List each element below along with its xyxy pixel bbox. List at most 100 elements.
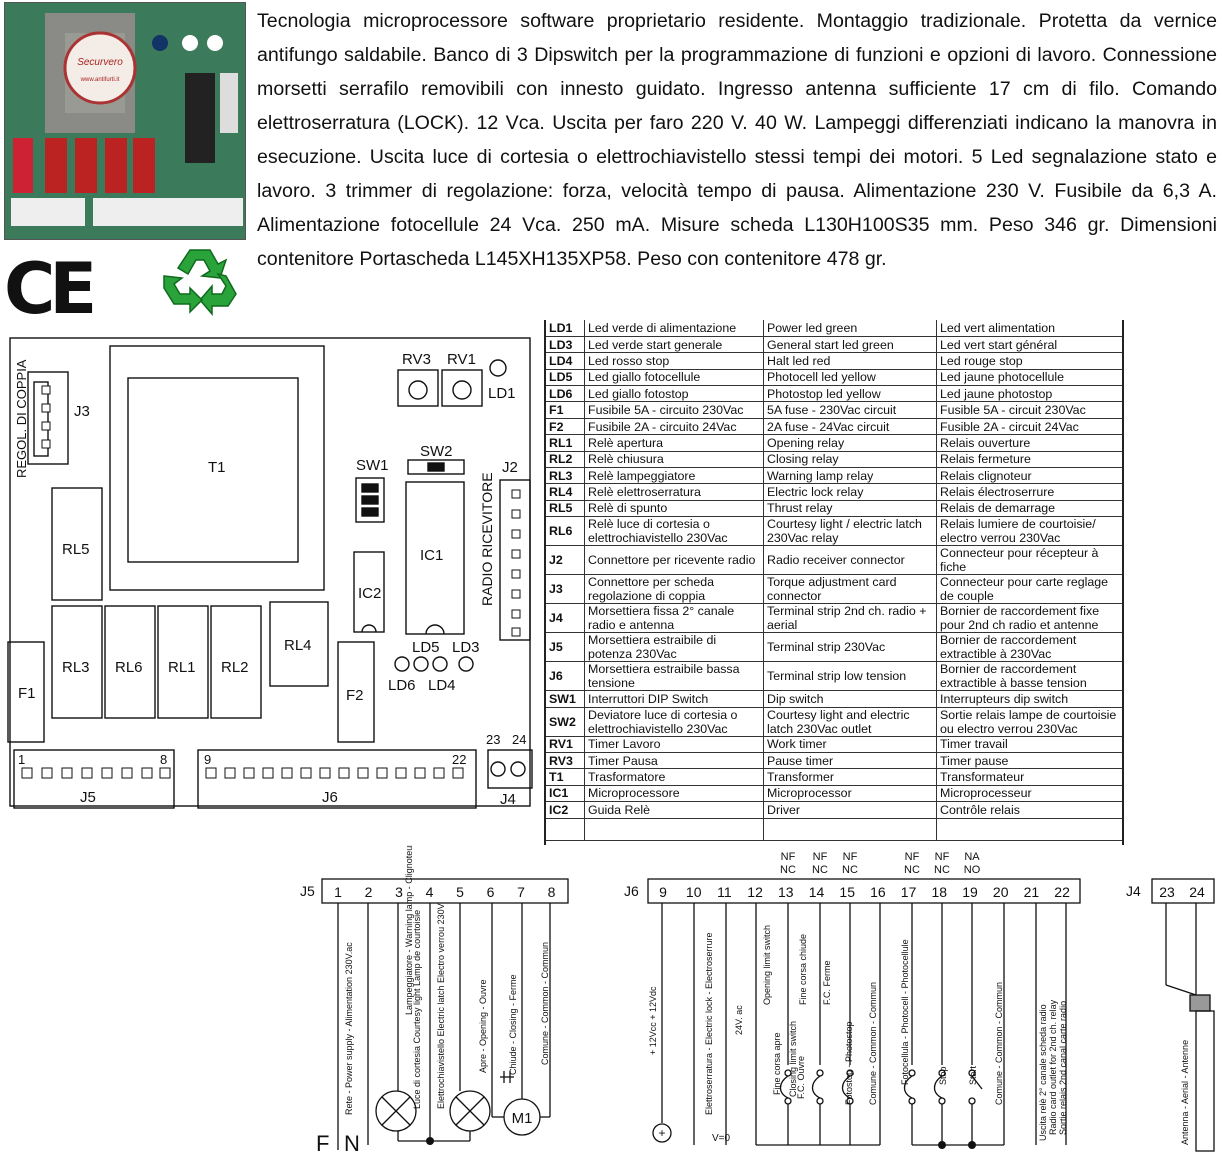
legend-cell-fr: Timer travail bbox=[936, 736, 1122, 753]
legend-cell-fr: Contrôle relais bbox=[936, 801, 1122, 819]
legend-cell-code: RL5 bbox=[546, 500, 585, 518]
svg-text:www.antifurti.it: www.antifurti.it bbox=[80, 77, 120, 83]
legend-cell-code: RL4 bbox=[546, 483, 585, 501]
legend-cell-code: F1 bbox=[546, 401, 585, 419]
j5-terminal-number: 4 bbox=[426, 884, 434, 900]
j5-terminal-number: 1 bbox=[334, 884, 342, 900]
recycle-icon bbox=[163, 249, 237, 316]
legend-cell-fr: Relais lumiere de courtoisie/ electro ve… bbox=[936, 516, 1122, 547]
board-layout-diagram: REGOL. DI COPPIA J3 T1 RV3 RV1 LD1 SW2 S… bbox=[7, 337, 533, 809]
j6-function-label: F.C. Ouvre bbox=[796, 1056, 806, 1099]
j6-function-label: Stop bbox=[938, 1066, 948, 1085]
legend-cell-it: Led rosso stop bbox=[584, 352, 764, 370]
svg-text:IC2: IC2 bbox=[358, 585, 381, 602]
contact-type-label: NO bbox=[964, 864, 981, 876]
legend-cell-it: Led verde di alimentazione bbox=[584, 320, 764, 337]
j6-function-label: 24V. ac bbox=[734, 1005, 744, 1035]
legend-cell-it: Morsettiera estraibile bassa tensione bbox=[584, 661, 764, 692]
j6-function-label: + 12Vcc + 12Vdc bbox=[648, 986, 658, 1055]
legend-cell-en: Closing relay bbox=[763, 451, 937, 469]
mains-phase-label: F bbox=[316, 1131, 329, 1156]
svg-text:22: 22 bbox=[452, 752, 466, 767]
legend-cell-en: Power led green bbox=[763, 320, 937, 337]
legend-cell-it: Microprocessore bbox=[584, 785, 764, 803]
j6-terminal-number: 11 bbox=[717, 884, 732, 900]
legend-cell-it: Relè luce di cortesia o elettrochiaviste… bbox=[584, 516, 764, 547]
legend-cell-fr: Bornier de raccordement extractible à 23… bbox=[936, 632, 1122, 663]
legend-cell-code: SW2 bbox=[546, 707, 585, 737]
svg-text:J5: J5 bbox=[80, 789, 96, 806]
j6-function-label: Start bbox=[968, 1065, 978, 1085]
svg-text:J3: J3 bbox=[74, 403, 90, 420]
j6-function-label: Radio card outlet for 2nd ch. relay bbox=[1048, 999, 1058, 1135]
legend-cell-fr: Led jaune photostop bbox=[936, 385, 1122, 403]
j6-function-label: Fotocellula - Photocell - Photocellule bbox=[900, 939, 910, 1085]
svg-text:RV3: RV3 bbox=[402, 351, 431, 368]
svg-text:24: 24 bbox=[512, 732, 526, 747]
svg-text:RL5: RL5 bbox=[62, 541, 90, 558]
j6-function-label: Comune - Common - Commun bbox=[868, 982, 878, 1105]
svg-text:RL1: RL1 bbox=[168, 659, 196, 676]
legend-cell-code: LD5 bbox=[546, 369, 585, 387]
contact-type-label: NA bbox=[964, 851, 980, 863]
j6-function-label: Fine corsa apre bbox=[772, 1032, 782, 1095]
legend-cell-it: Trasformatore bbox=[584, 768, 764, 786]
legend-cell-it: Relè apertura bbox=[584, 434, 764, 452]
j6-terminal-number: 12 bbox=[747, 884, 763, 900]
j4-terminal-number: 23 bbox=[1159, 884, 1175, 900]
legend-cell-code: LD3 bbox=[546, 336, 585, 354]
legend-cell-it: Morsettiera fissa 2° canale radio e ante… bbox=[584, 603, 764, 634]
legend-cell-it: Relè chiusura bbox=[584, 451, 764, 469]
j6-terminal-number: 21 bbox=[1024, 884, 1040, 900]
j6-terminal-number: 22 bbox=[1054, 884, 1070, 900]
ce-mark: CE bbox=[4, 248, 97, 330]
j6-terminal-number: 18 bbox=[932, 884, 948, 900]
legend-cell-it: Relè di spunto bbox=[584, 500, 764, 518]
contact-type-label: NF bbox=[905, 851, 920, 863]
legend-cell-fr: Sortie relais lampe de courtoisie ou ele… bbox=[936, 707, 1122, 737]
j6-terminal-number: 19 bbox=[962, 884, 978, 900]
legend-cell-code: RV1 bbox=[546, 736, 585, 753]
svg-text:SW2: SW2 bbox=[420, 443, 453, 460]
j6-function-label: Fotostop - Photostop bbox=[844, 1021, 854, 1105]
legend-cell-code: J5 bbox=[546, 632, 585, 663]
legend-cell-en: 2A fuse - 24Vac circuit bbox=[763, 418, 937, 436]
svg-text:SW1: SW1 bbox=[356, 457, 389, 474]
legend-cell-it: Connettore per ricevente radio bbox=[584, 545, 764, 576]
contact-type-label: NC bbox=[934, 864, 950, 876]
legend-cell-it: Relè lampeggiatore bbox=[584, 467, 764, 485]
j5-terminal-number: 2 bbox=[365, 884, 373, 900]
legend-cell-fr: Led jaune photocellule bbox=[936, 369, 1122, 387]
legend-cell-it: Fusibile 2A - circuito 24Vac bbox=[584, 418, 764, 436]
zero-volt-label: V=0 bbox=[712, 1133, 731, 1144]
legend-cell-en: Terminal strip low tension bbox=[763, 661, 937, 692]
legend-cell-fr: Relais de demarrage bbox=[936, 500, 1122, 518]
legend-cell-code: J6 bbox=[546, 661, 585, 692]
legend-cell-en: Thrust relay bbox=[763, 500, 937, 518]
legend-cell-fr: Fusible 5A - circuit 230Vac bbox=[936, 401, 1122, 419]
j4-function-label: Antenna - Aerial - Antenne bbox=[1180, 1040, 1190, 1145]
svg-text:23: 23 bbox=[486, 732, 500, 747]
j6-terminal-number: 9 bbox=[659, 884, 667, 900]
j6-function-label: Sortie relais 2nd canal carte radio bbox=[1058, 1001, 1068, 1135]
svg-text:8: 8 bbox=[160, 752, 167, 767]
j6-terminal-number: 13 bbox=[778, 884, 794, 900]
legend-cell-fr: Relais électroserrure bbox=[936, 483, 1122, 501]
product-description: Tecnologia microprocessore software prop… bbox=[257, 10, 1217, 270]
